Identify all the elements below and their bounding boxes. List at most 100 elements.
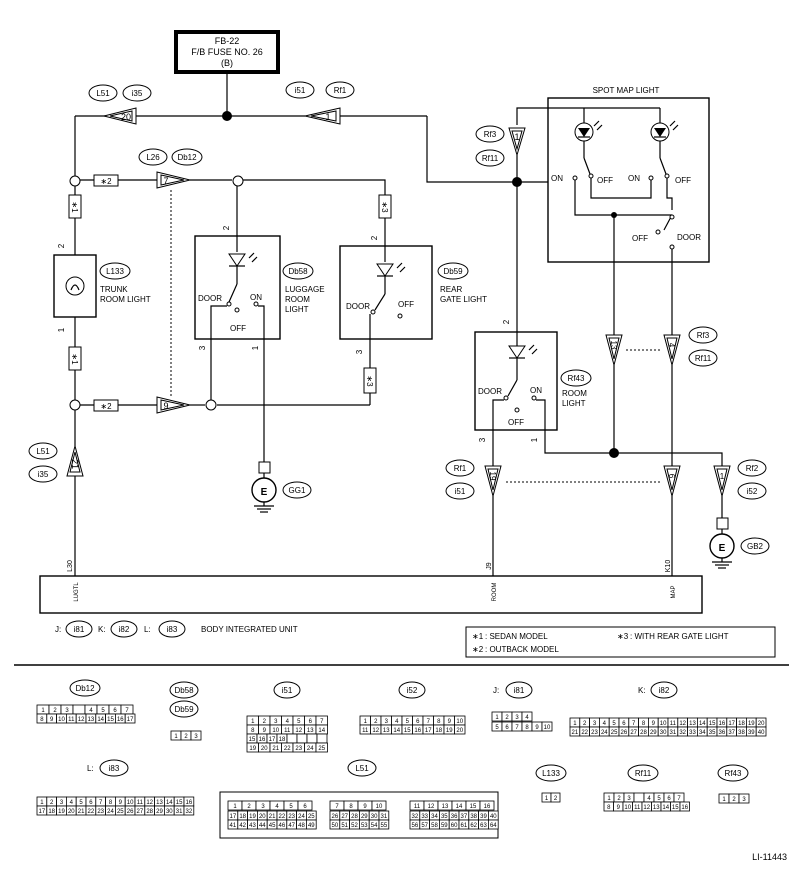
l51-pin: 60 bbox=[451, 823, 458, 829]
i81-cell bbox=[541, 721, 553, 732]
svg-text:ROOM: ROOM bbox=[285, 295, 310, 304]
svg-text:GATE LIGHT: GATE LIGHT bbox=[440, 295, 487, 304]
db12-pin: 11 bbox=[68, 717, 75, 723]
label-Rf43: Rf43 bbox=[560, 369, 592, 387]
svg-text:GG1: GG1 bbox=[289, 486, 306, 495]
svg-text:Rf11: Rf11 bbox=[635, 769, 652, 778]
i51-pin: 20 bbox=[261, 746, 268, 752]
i83-pin: 3 bbox=[60, 800, 64, 806]
svg-text:LUGTL: LUGTL bbox=[74, 582, 80, 602]
i82-pin: 13 bbox=[689, 721, 696, 727]
svg-text:1: 1 bbox=[325, 112, 330, 122]
svg-text:i51: i51 bbox=[295, 86, 306, 95]
svg-text:Rf3: Rf3 bbox=[697, 331, 710, 340]
rf11-pin: 2 bbox=[617, 796, 621, 802]
svg-text:K10: K10 bbox=[665, 560, 672, 573]
svg-text:∗1: ∗1 bbox=[472, 632, 484, 641]
fuse-id: FB-22 bbox=[215, 36, 240, 46]
i82-pin: 39 bbox=[748, 730, 755, 736]
i51-pin: 16 bbox=[259, 737, 266, 743]
l51-cell bbox=[305, 819, 317, 830]
i83-pin: 9 bbox=[119, 800, 123, 806]
i83-pin: 22 bbox=[88, 809, 95, 815]
db12-cell bbox=[124, 713, 136, 724]
i82-cell bbox=[755, 726, 767, 737]
rf43-pin: 1 bbox=[722, 797, 726, 803]
label-L133: L133 bbox=[99, 262, 131, 280]
i83-pin: 27 bbox=[137, 809, 144, 815]
i81-cell bbox=[521, 711, 533, 722]
i51-pin: 22 bbox=[284, 746, 291, 752]
label-L26: L26 bbox=[138, 148, 168, 166]
rf43-pin: 3 bbox=[742, 797, 746, 803]
i82-pin: 38 bbox=[738, 730, 745, 736]
l51-pin: 28 bbox=[351, 814, 358, 820]
svg-text:Db59: Db59 bbox=[174, 705, 194, 714]
l51-cell bbox=[487, 819, 499, 830]
i82-pin: 26 bbox=[621, 730, 628, 736]
svg-text:ON: ON bbox=[250, 293, 262, 302]
svg-text:: WITH REAR GATE LIGHT: : WITH REAR GATE LIGHT bbox=[630, 632, 729, 641]
db12-pin: 10 bbox=[58, 717, 65, 723]
ground-GB2: E bbox=[709, 517, 735, 569]
svg-text:Db58: Db58 bbox=[174, 686, 194, 695]
i51-pin: 24 bbox=[307, 746, 314, 752]
i52-pin: 17 bbox=[425, 728, 432, 734]
svg-text:L51: L51 bbox=[355, 764, 369, 773]
i52-pin: 2 bbox=[374, 719, 378, 725]
l51-pin: 58 bbox=[431, 823, 438, 829]
i52-pin: 6 bbox=[416, 719, 420, 725]
rf11-pin: 9 bbox=[617, 805, 621, 811]
i51-pin: 11 bbox=[284, 728, 291, 734]
l51-pin: 16 bbox=[484, 804, 491, 810]
l51-cell bbox=[297, 800, 313, 811]
l51-pin: 49 bbox=[308, 823, 315, 829]
l51-pin: 64 bbox=[490, 823, 497, 829]
connector-labels: L51 i35 i51 Rf1 L26 Db12 Rf3 Rf11 L133 D… bbox=[28, 81, 770, 555]
svg-text:ROOM LIGHT: ROOM LIGHT bbox=[100, 295, 151, 304]
svg-text:LUGGAGE: LUGGAGE bbox=[285, 285, 325, 294]
svg-text:∗1: ∗1 bbox=[70, 353, 79, 365]
i82-pin: 20 bbox=[758, 721, 765, 727]
l51-pin: 34 bbox=[431, 814, 438, 820]
connector-arrows: 20 1 7 9 21 1 13 4 19 6 bbox=[66, 107, 731, 498]
i51-cell bbox=[286, 733, 298, 744]
fuse-name: F/B FUSE NO. 26 bbox=[191, 47, 263, 57]
svg-text:L133: L133 bbox=[106, 267, 124, 276]
l51-pin: 15 bbox=[470, 804, 477, 810]
l51-pin: 37 bbox=[461, 814, 468, 820]
i83-pin: 16 bbox=[186, 800, 193, 806]
l51-pin: 22 bbox=[279, 814, 286, 820]
l51-cell bbox=[479, 800, 495, 811]
svg-text:DOOR: DOOR bbox=[478, 387, 502, 396]
l51-pin: 42 bbox=[239, 823, 246, 829]
l51-pin: 54 bbox=[371, 823, 378, 829]
i51-pin: 25 bbox=[318, 746, 325, 752]
svg-text:Rf2: Rf2 bbox=[746, 464, 759, 473]
label-Rf3-top: Rf3 bbox=[475, 125, 505, 143]
l51-pin: 47 bbox=[288, 823, 295, 829]
db12-pin: 9 bbox=[50, 717, 54, 723]
svg-text:i52: i52 bbox=[747, 487, 758, 496]
l51-pin: 18 bbox=[239, 814, 246, 820]
svg-text:J:: J: bbox=[55, 625, 61, 634]
i82-pin: 8 bbox=[642, 721, 646, 727]
l51-pin: 38 bbox=[470, 814, 477, 820]
svg-text:∗1: ∗1 bbox=[70, 201, 79, 213]
label-L51-top: L51 bbox=[88, 84, 118, 102]
db12-pin: 16 bbox=[117, 717, 124, 723]
l51-pin: 44 bbox=[259, 823, 266, 829]
label-Db12: Db12 bbox=[171, 148, 203, 166]
i82-pin: 2 bbox=[583, 721, 587, 727]
svg-text:9: 9 bbox=[163, 401, 168, 411]
i82-pin: 4 bbox=[603, 721, 607, 727]
svg-text:L30: L30 bbox=[67, 560, 74, 572]
i51-pin: 18 bbox=[279, 737, 286, 743]
l51-pin: 6 bbox=[303, 804, 307, 810]
svg-text:E: E bbox=[719, 543, 726, 554]
svg-text:Rf11: Rf11 bbox=[482, 154, 499, 163]
i82-pin: 23 bbox=[591, 730, 598, 736]
l51-pin: 10 bbox=[376, 804, 383, 810]
